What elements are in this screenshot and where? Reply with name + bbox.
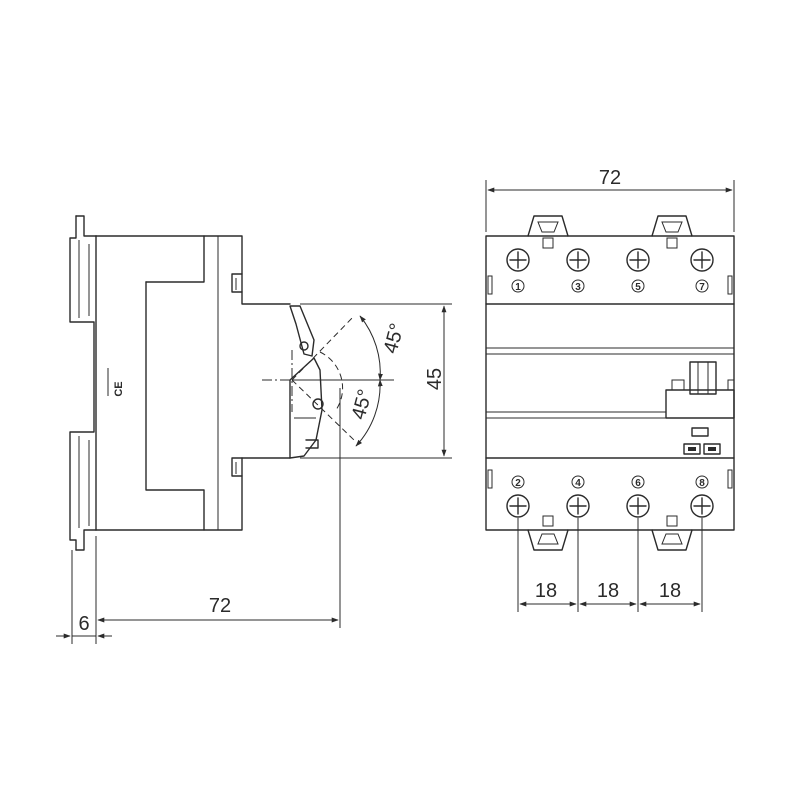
top-clips bbox=[527, 215, 693, 249]
pitch-label-3: 18 bbox=[659, 580, 681, 602]
height-dimension bbox=[300, 303, 452, 459]
pivot-construction-lines bbox=[262, 315, 394, 441]
front-housing bbox=[485, 235, 735, 531]
ce-mark: CE bbox=[113, 381, 125, 396]
height-label: 45 bbox=[424, 368, 446, 390]
terminal-screw-top-5: 5 bbox=[626, 248, 650, 293]
pitch-label-1: 18 bbox=[535, 580, 557, 602]
pitch-label-2: 18 bbox=[597, 580, 619, 602]
terminal-screw-bottom-8: 8 bbox=[690, 475, 714, 518]
terminal-screw-bottom-6: 6 bbox=[626, 475, 650, 518]
toggle-and-test-button bbox=[665, 361, 735, 455]
terminal-screw-top-1: 1 bbox=[506, 248, 530, 293]
terminal-screw-top-3: 3 bbox=[566, 248, 590, 293]
din-rail-clip bbox=[69, 215, 97, 551]
terminal-number-bottom-6: 6 bbox=[635, 478, 641, 489]
terminal-number-bottom-2: 2 bbox=[515, 478, 521, 489]
side-housing bbox=[95, 235, 291, 531]
rail-offset-label: 6 bbox=[78, 613, 89, 635]
front-width-label: 72 bbox=[599, 167, 621, 189]
depth-dimension bbox=[56, 388, 341, 644]
top-terminals: 1 3 5 7 bbox=[506, 248, 714, 293]
terminal-screw-top-7: 7 bbox=[690, 248, 714, 293]
terminal-number-top-5: 5 bbox=[635, 282, 641, 293]
pitch-dimensions bbox=[517, 518, 703, 612]
bottom-clips bbox=[527, 515, 693, 551]
front-view: 72 bbox=[485, 167, 735, 612]
front-width-dimension bbox=[485, 180, 735, 232]
terminal-number-bottom-4: 4 bbox=[575, 478, 581, 489]
side-view: CE 45° 45° 45 bbox=[56, 215, 452, 644]
terminal-screw-bottom-4: 4 bbox=[566, 475, 590, 518]
terminal-number-bottom-8: 8 bbox=[699, 478, 705, 489]
bottom-terminals: 2 4 6 8 bbox=[506, 475, 714, 518]
terminal-number-top-1: 1 bbox=[515, 282, 521, 293]
angle-upper-label: 45° bbox=[380, 321, 409, 356]
toggle-lever bbox=[289, 305, 324, 459]
terminal-screw-bottom-2: 2 bbox=[506, 475, 530, 518]
terminal-number-top-7: 7 bbox=[699, 282, 705, 293]
angle-lower-label: 45° bbox=[348, 387, 377, 422]
terminal-number-top-3: 3 bbox=[575, 282, 581, 293]
depth-label: 72 bbox=[209, 595, 231, 617]
